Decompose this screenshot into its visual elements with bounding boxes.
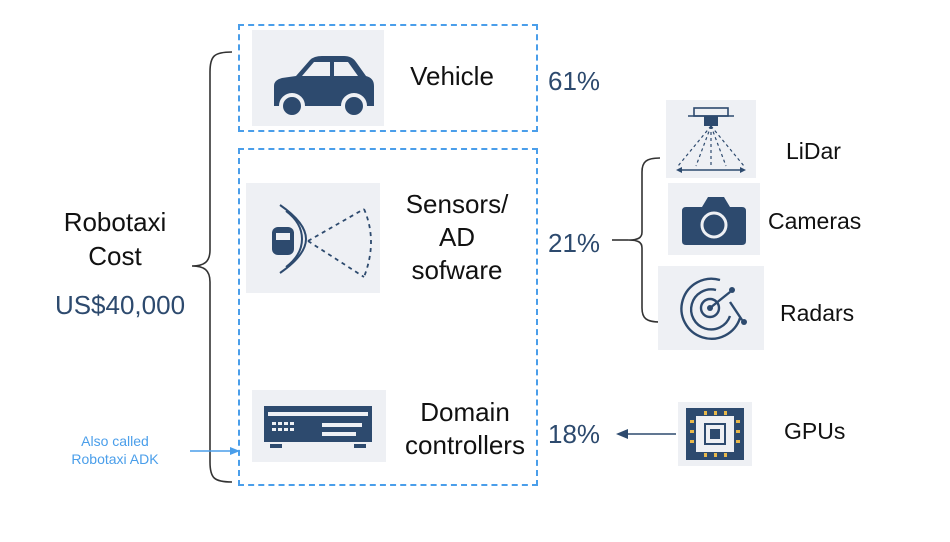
adk-note: Also called Robotaxi ADK xyxy=(40,432,190,468)
cameras-tile xyxy=(668,183,760,255)
title-line-1: Robotaxi xyxy=(63,207,167,237)
sensors-tile xyxy=(246,183,380,293)
sensors-brace xyxy=(627,157,661,323)
title-line-2: Cost xyxy=(88,241,142,271)
main-brace xyxy=(191,51,233,483)
cameras-label: Cameras xyxy=(768,208,862,234)
vehicle-percent: 61% xyxy=(548,66,601,96)
lidar-icon xyxy=(676,107,746,173)
controllers-percent: 18% xyxy=(548,419,601,449)
sensors-label-line-3: sofware xyxy=(411,255,503,285)
total-cost-amount: US$40,000 xyxy=(54,290,186,320)
radar-icon xyxy=(680,277,747,340)
vehicle-label: Vehicle xyxy=(392,60,512,93)
gpu-tile xyxy=(678,402,752,466)
note-line-1: Also called xyxy=(81,433,149,449)
controllers-label-line-2: controllers xyxy=(405,430,525,460)
controllers-tile xyxy=(252,390,386,462)
lidar-label: LiDar xyxy=(786,138,841,164)
sensors-label-line-2: AD xyxy=(438,222,476,252)
car-icon xyxy=(274,56,374,119)
camera-icon xyxy=(682,197,746,245)
vehicle-tile xyxy=(252,30,384,126)
autonomous-sensor-icon xyxy=(272,204,372,278)
note-line-2: Robotaxi ADK xyxy=(71,451,159,467)
controllers-label-line-1: Domain xyxy=(420,397,510,427)
sensors-label: Sensors/ AD sofware xyxy=(382,188,532,287)
sensors-percent: 21% xyxy=(548,228,601,258)
radars-label: Radars xyxy=(780,300,855,326)
sensors-label-line-1: Sensors/ xyxy=(405,189,509,219)
radars-tile xyxy=(658,266,764,350)
gpu-chip-icon xyxy=(686,408,744,460)
controllers-label: Domain controllers xyxy=(390,396,540,462)
gpu-label: GPUs xyxy=(784,418,846,444)
controller-unit-icon xyxy=(264,406,372,448)
vehicle-box xyxy=(238,24,538,132)
robotaxi-cost-title: Robotaxi Cost xyxy=(40,205,190,273)
lidar-tile xyxy=(666,100,756,178)
vehicle-label-line: Vehicle xyxy=(410,61,494,91)
ad-kit-box xyxy=(238,148,538,486)
